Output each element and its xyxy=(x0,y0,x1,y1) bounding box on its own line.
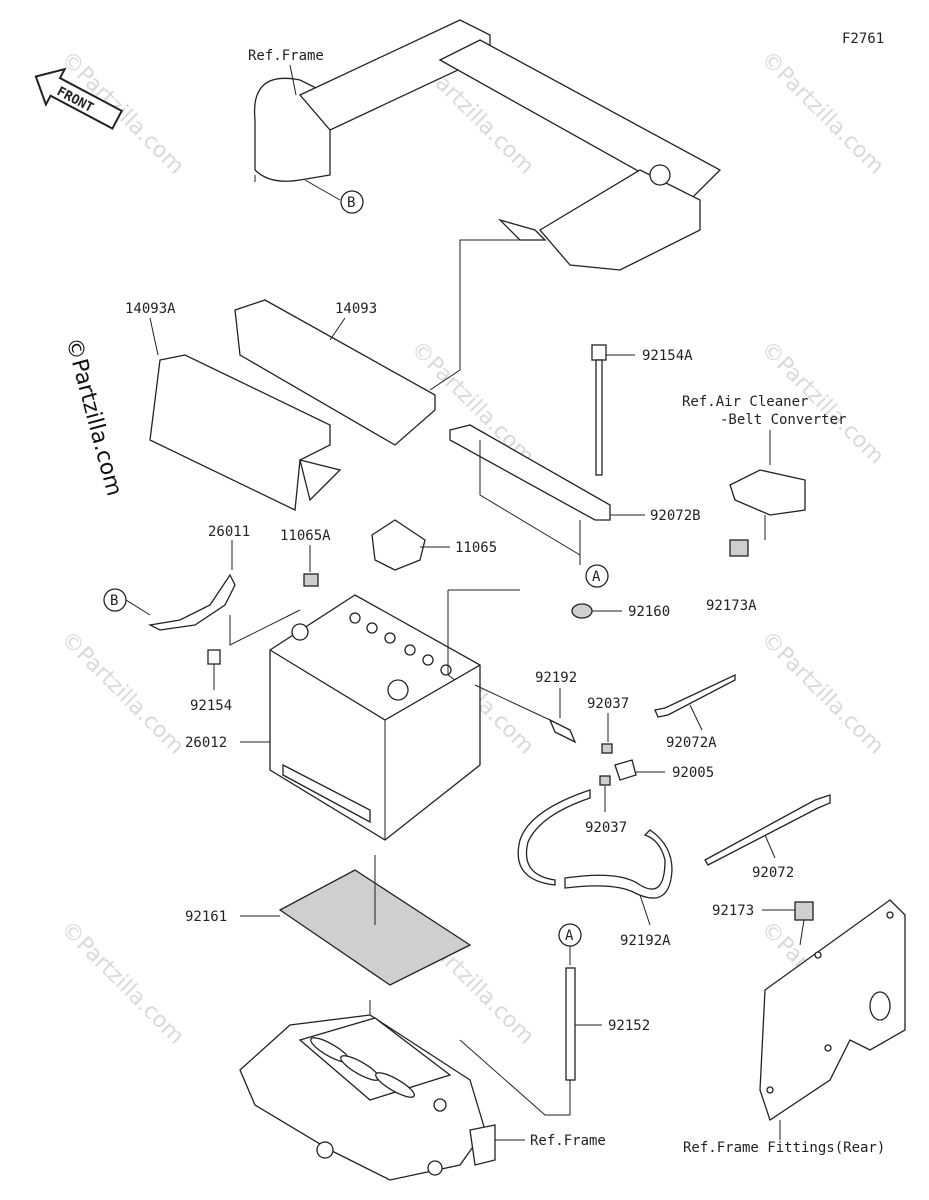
label-ref-frame-bottom: Ref.Frame xyxy=(530,1133,606,1149)
label-92173: 92173 xyxy=(712,903,754,919)
clip-92173A xyxy=(729,539,749,557)
clip-92173 xyxy=(794,901,814,921)
battery-26012 xyxy=(269,594,481,841)
label-92072: 92072 xyxy=(752,865,794,881)
bolt-92154 xyxy=(207,649,221,665)
watermark: ©Partzilla.com xyxy=(56,47,189,180)
label-92192A: 92192A xyxy=(620,933,671,949)
cushion-92160 xyxy=(571,603,593,619)
frame-top xyxy=(253,19,722,271)
cable-tie-92072A xyxy=(654,673,736,718)
label-92152: 92152 xyxy=(608,1018,650,1034)
label-92160: 92160 xyxy=(628,604,670,620)
label-26012: 26012 xyxy=(185,735,227,751)
label-92192: 92192 xyxy=(535,670,577,686)
watermark-dark: ©Partzilla.com xyxy=(60,335,126,499)
label-a-bottom: A xyxy=(565,928,574,944)
label-92072B: 92072B xyxy=(650,508,701,524)
figure-id: F2761 xyxy=(842,31,884,47)
bracket-92072B xyxy=(449,424,611,521)
label-92154: 92154 xyxy=(190,698,232,714)
watermark: ©Partzilla.com xyxy=(756,627,889,760)
watermark: ©Partzilla.com xyxy=(56,917,189,1050)
callout-a-mid xyxy=(585,564,609,588)
terminal-cover-11065 xyxy=(371,519,426,571)
label-14093A: 14093A xyxy=(125,301,176,317)
label-ref-frame-top: Ref.Frame xyxy=(248,48,324,64)
label-b-left: B xyxy=(110,593,118,609)
air-cleaner-bracket xyxy=(729,469,806,516)
cable-26011 xyxy=(147,573,236,631)
label-92005: 92005 xyxy=(672,765,714,781)
label-26011: 26011 xyxy=(208,524,250,540)
battery-base-frame xyxy=(239,1014,496,1181)
label-92037-top: 92037 xyxy=(587,696,629,712)
label-belt-converter: -Belt Converter xyxy=(720,412,846,428)
label-92173A: 92173A xyxy=(706,598,757,614)
label-92072A: 92072A xyxy=(666,735,717,751)
watermark: ©Partzilla.com xyxy=(56,627,189,760)
label-11065A: 11065A xyxy=(280,528,331,544)
bolt-92154A xyxy=(591,344,607,476)
joint-92005 xyxy=(614,759,637,781)
label-92037-bottom: 92037 xyxy=(585,820,627,836)
label-92161: 92161 xyxy=(185,909,227,925)
watermark: ©Partzilla.com xyxy=(756,47,889,180)
label-14093: 14093 xyxy=(335,301,377,317)
battery-cover-14093A xyxy=(149,354,342,511)
breather-92192 xyxy=(548,718,577,744)
label-b-top: B xyxy=(347,195,355,211)
label-11065: 11065 xyxy=(455,540,497,556)
rear-frame-fitting-plate xyxy=(759,899,906,1122)
rod-92152 xyxy=(565,967,576,1081)
label-ref-frame-fittings: Ref.Frame Fittings(Rear) xyxy=(683,1140,885,1156)
clamp-92037-bottom xyxy=(599,775,611,786)
callout-b-top xyxy=(340,190,364,214)
battery-cover-14093 xyxy=(234,299,436,446)
hose-92192A xyxy=(517,789,673,899)
tray-mat-92161 xyxy=(278,869,472,986)
clamp-92037-top xyxy=(601,743,613,754)
cap-11065A xyxy=(303,573,319,587)
cable-tie-92072 xyxy=(704,794,831,866)
label-ref-air-cleaner: Ref.Air Cleaner xyxy=(682,394,808,410)
label-a-mid: A xyxy=(592,569,601,585)
label-92154A: 92154A xyxy=(642,348,693,364)
